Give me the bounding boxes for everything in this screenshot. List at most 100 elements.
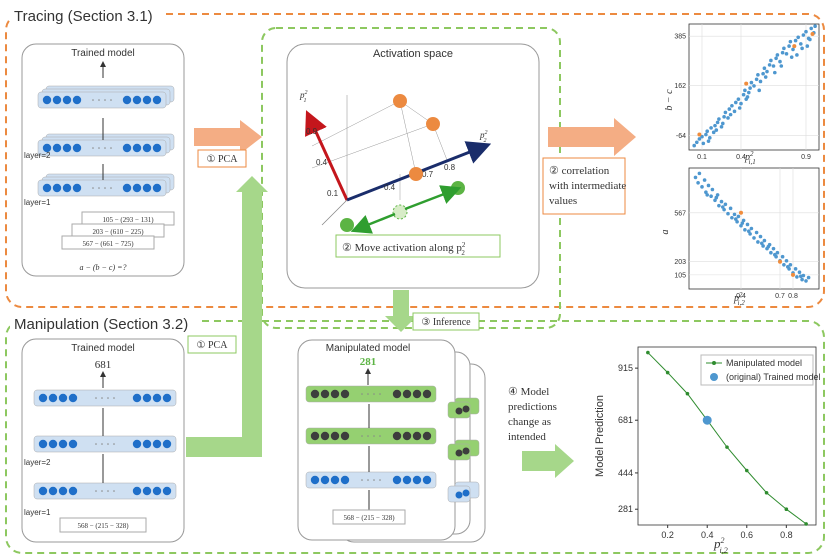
y-tick-label: 915 bbox=[618, 363, 633, 373]
correlation-label-1: ② correlation bbox=[549, 165, 610, 177]
scatter-point bbox=[714, 195, 719, 200]
predictions-label-4: intended bbox=[508, 431, 546, 443]
scatter-point bbox=[795, 275, 799, 279]
activation-point bbox=[426, 117, 440, 131]
correlation-label-2: with intermediate bbox=[549, 180, 626, 192]
scatter-point bbox=[736, 97, 741, 101]
scatter-point bbox=[786, 265, 790, 269]
ellipsis-dot bbox=[110, 187, 112, 189]
neuron bbox=[412, 431, 422, 441]
y-tick-label: 105 bbox=[674, 272, 686, 279]
scatter-point bbox=[775, 250, 780, 255]
neuron bbox=[52, 95, 62, 105]
manip-layer2-label: layer=2 bbox=[24, 458, 51, 467]
scatter-point bbox=[756, 73, 760, 77]
scatter-point bbox=[754, 230, 759, 235]
ellipsis-dot bbox=[101, 490, 103, 492]
x-tick-label: 0.4 bbox=[736, 293, 746, 300]
scatter-point bbox=[702, 178, 707, 182]
x-tick-label: 0.2 bbox=[661, 530, 674, 540]
tick-01: 0.1 bbox=[327, 189, 339, 198]
neuron bbox=[162, 486, 172, 496]
tick-09: 0.9 bbox=[306, 127, 318, 136]
scatter-point bbox=[696, 180, 700, 185]
scatter-point bbox=[761, 244, 765, 248]
manipulated-model: Manipulated model 281 568 − (215 − 328) bbox=[297, 339, 486, 543]
scatter-point bbox=[813, 24, 817, 29]
ellipsis-dot bbox=[110, 147, 112, 149]
tracing-input-2: 203 − (610 − 225) bbox=[92, 228, 144, 236]
ellipsis-dot bbox=[113, 397, 115, 399]
scatter-point bbox=[726, 116, 730, 120]
manip-layer1-label: layer=1 bbox=[24, 508, 51, 517]
series-point bbox=[725, 445, 729, 449]
ellipsis-dot bbox=[113, 443, 115, 445]
scatter-point bbox=[743, 88, 747, 93]
layer-bar bbox=[37, 179, 167, 197]
manip-pca-label: ① PCA bbox=[197, 340, 229, 351]
ellipsis-dot bbox=[379, 435, 381, 437]
neuron bbox=[152, 183, 162, 193]
ellipsis-dot bbox=[107, 397, 109, 399]
scatter-point bbox=[757, 88, 761, 93]
scatter-point bbox=[787, 44, 791, 48]
scatter-point bbox=[709, 126, 713, 130]
predictions-label-1: ④ Model bbox=[508, 386, 549, 398]
neuron bbox=[152, 439, 162, 449]
scatter-point bbox=[784, 52, 789, 56]
ellipsis-dot bbox=[98, 99, 100, 101]
ellipsis-dot bbox=[95, 443, 97, 445]
neuron bbox=[402, 431, 412, 441]
activation-region bbox=[261, 27, 561, 329]
scatter-point bbox=[778, 59, 782, 64]
scatter-point bbox=[769, 58, 773, 63]
neuron bbox=[462, 447, 470, 455]
scatter-point bbox=[800, 277, 804, 282]
scatter-point bbox=[730, 215, 734, 220]
scatter-point bbox=[697, 137, 702, 141]
scatter-point bbox=[722, 207, 726, 212]
scatter-point bbox=[762, 66, 767, 71]
scatter-point bbox=[743, 228, 747, 232]
scatter-point bbox=[799, 42, 803, 46]
ellipsis-dot bbox=[367, 435, 369, 437]
tracing-pca-label: ① PCA bbox=[207, 154, 239, 165]
scatter-point bbox=[735, 219, 739, 224]
scatter-point bbox=[695, 140, 699, 145]
neuron bbox=[142, 143, 152, 153]
scatter-point bbox=[713, 198, 717, 203]
scatter-point bbox=[705, 129, 709, 134]
scatter-point bbox=[714, 128, 719, 132]
scatter-point bbox=[692, 143, 696, 148]
scatter-point bbox=[765, 69, 769, 74]
scatter-point bbox=[779, 64, 784, 68]
tick-07: 0.7 bbox=[422, 170, 434, 179]
y-tick-label: 567 bbox=[674, 210, 686, 217]
neuron bbox=[152, 393, 162, 403]
scatter-point bbox=[744, 97, 748, 101]
neuron bbox=[340, 431, 350, 441]
neuron bbox=[68, 486, 78, 496]
activation-point bbox=[409, 167, 423, 181]
y-tick-label: 681 bbox=[618, 415, 633, 425]
scatter-point bbox=[721, 205, 725, 209]
scatter-point bbox=[719, 124, 724, 129]
neuron bbox=[132, 183, 142, 193]
neuron bbox=[152, 486, 162, 496]
neuron bbox=[142, 393, 152, 403]
scatter-point bbox=[771, 246, 776, 251]
manipulation-region bbox=[5, 320, 825, 554]
neuron bbox=[132, 95, 142, 105]
scatter-point bbox=[700, 185, 704, 189]
scatter-point bbox=[701, 141, 706, 146]
ellipsis-dot bbox=[379, 479, 381, 481]
neuron bbox=[68, 393, 78, 403]
neuron bbox=[132, 393, 142, 403]
y-tick-label: 385 bbox=[674, 34, 686, 41]
scatter-point bbox=[805, 44, 810, 48]
